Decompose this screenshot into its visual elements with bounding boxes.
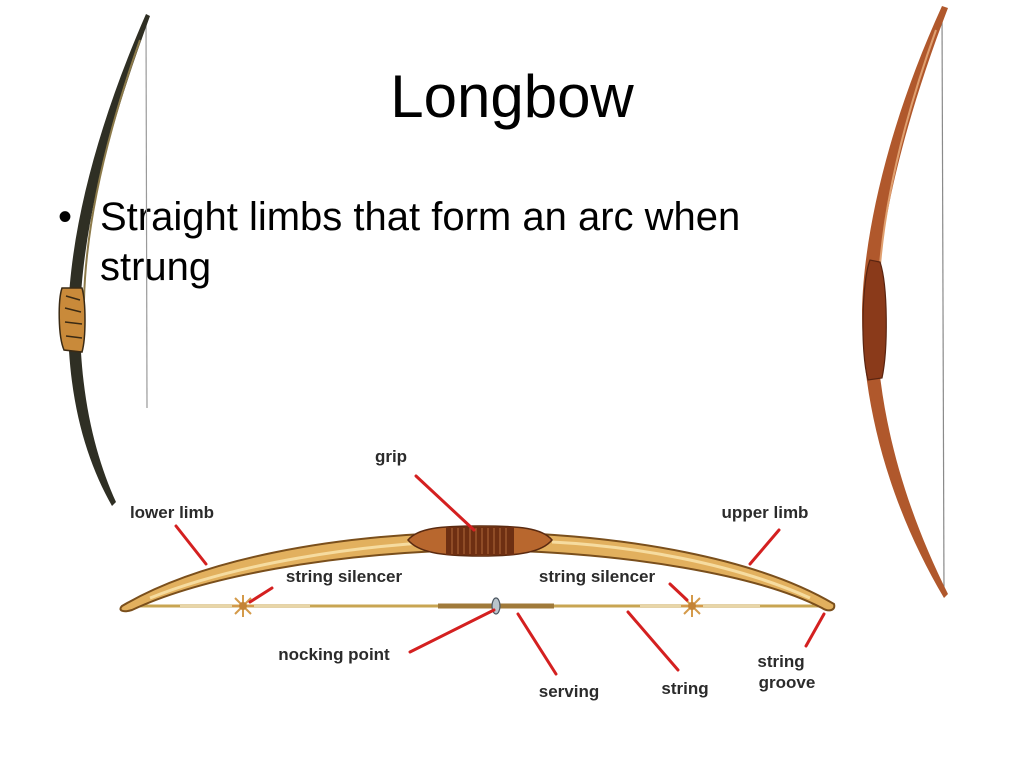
nocking-point-pointer: [408, 608, 496, 654]
lower-limb-highlight: [149, 540, 441, 600]
bullet-marker: •: [58, 195, 73, 239]
upper-limb-pointer: [748, 528, 781, 566]
left-bow-grip-wrap: [64, 295, 83, 339]
left-bow-grip: [58, 287, 86, 353]
label-string: string: [661, 679, 708, 698]
label-string-silencer-left: string silencer: [286, 567, 403, 586]
string-groove-pointer: [804, 612, 826, 648]
grip-wrap: [446, 527, 514, 555]
label-nocking-point: nocking point: [278, 645, 390, 664]
grip-pointer: [414, 474, 476, 532]
string-silencer-left-puff: [232, 595, 254, 617]
label-string-groove-line2: groove: [759, 673, 816, 692]
label-upper-limb: upper limb: [722, 503, 809, 522]
bullet-text: Straight limbs that form an arc when str…: [100, 195, 741, 289]
horizontal-bow: [119, 525, 836, 617]
label-string-groove-line1: string: [757, 652, 804, 671]
string-silencer-right-pointer: [668, 582, 689, 602]
label-serving: serving: [539, 682, 599, 701]
right-bow-image: [862, 6, 948, 598]
label-grip: grip: [375, 447, 407, 466]
left-bow-highlight: [83, 39, 141, 301]
upper-limb-highlight: [551, 540, 811, 600]
pointer-lines: [174, 474, 826, 676]
left-bow-image: [58, 14, 150, 506]
label-string-silencer-right: string silencer: [539, 567, 656, 586]
right-bow-grip: [862, 259, 887, 381]
left-bow-limbs: [68, 14, 150, 506]
lower-limb-pointer: [174, 524, 208, 566]
bow-limbs: [119, 530, 836, 613]
slide-title: Longbow: [390, 63, 634, 130]
label-lower-limb: lower limb: [130, 503, 214, 522]
right-bow-limbs: [862, 6, 948, 598]
left-bow-string: [145, 15, 148, 409]
bullet-list: • Straight limbs that form an arc when s…: [58, 192, 848, 292]
string-silencer-right-puff: [681, 595, 703, 617]
string-silencer-left-pointer: [248, 586, 274, 604]
serving-pointer: [516, 612, 558, 676]
grip-wrap-lines: [451, 528, 507, 554]
right-bow-string: [941, 9, 945, 597]
string-pointer: [626, 610, 680, 672]
bullet-item: • Straight limbs that form an arc when s…: [58, 192, 848, 292]
